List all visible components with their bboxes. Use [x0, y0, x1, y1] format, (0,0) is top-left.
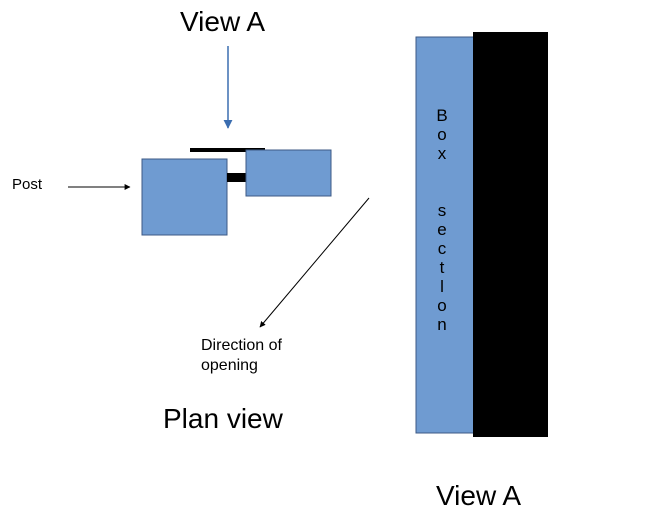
direction-label-line1: Direction of [201, 337, 282, 354]
plan-view-label: Plan view [163, 403, 283, 434]
box-section-label: B o x s e c t l o n [431, 106, 453, 334]
hinge-connector [227, 173, 247, 182]
box-section-char: c [437, 239, 447, 258]
box-section-char: x [437, 144, 447, 163]
box-section-char: e [437, 220, 447, 239]
gate-block [245, 149, 332, 197]
box-section-char [431, 182, 453, 201]
view-a-label: View A [436, 480, 522, 511]
box-section-char: B [436, 106, 448, 125]
post-block [141, 158, 228, 236]
box-section-char: t [439, 258, 445, 277]
box-section-rect [415, 36, 475, 434]
gate-edge-rect [473, 32, 548, 437]
direction-label-line2: opening [201, 357, 258, 374]
box-section-char: l [440, 277, 444, 296]
box-section-char: o [437, 296, 447, 315]
direction-of-opening-label: Direction of opening [201, 336, 282, 376]
view-a-title: View A [180, 6, 266, 37]
box-section-char: o [437, 125, 447, 144]
top-bar [190, 148, 265, 152]
box-section-char: s [437, 201, 447, 220]
post-label: Post [12, 176, 43, 193]
direction-arrow [259, 197, 370, 328]
box-section-char: n [437, 315, 447, 334]
box-section-char [431, 163, 453, 182]
